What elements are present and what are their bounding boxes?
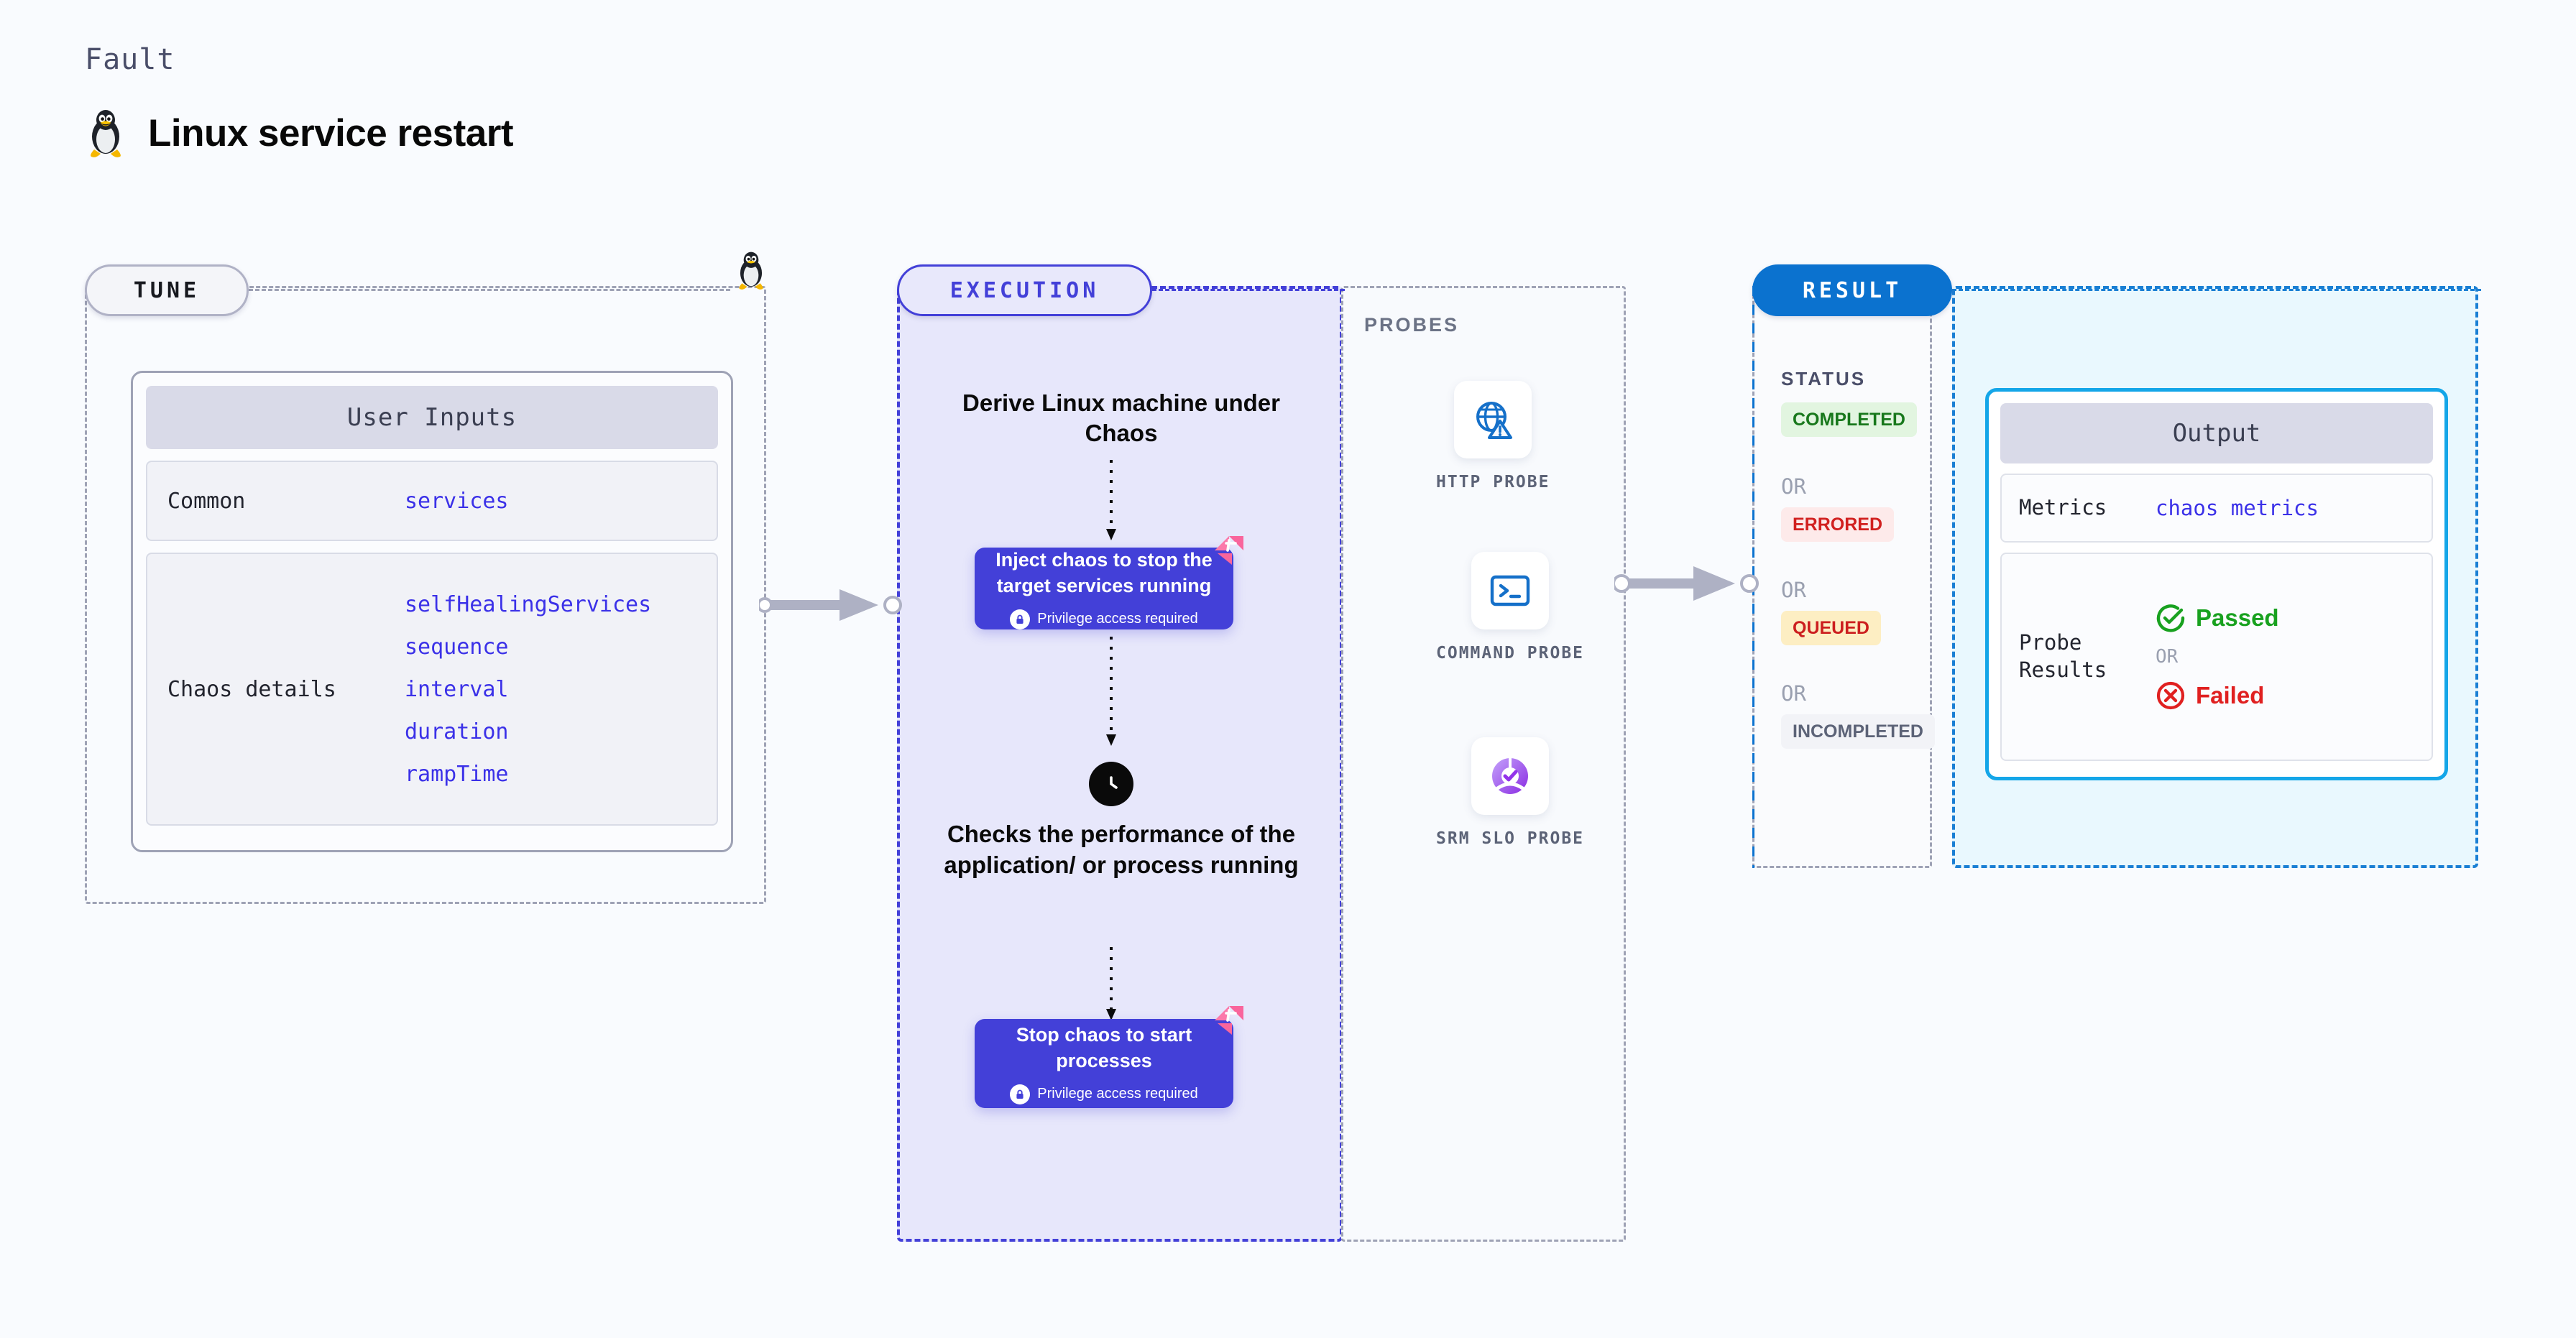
harness-mark-icon — [1215, 1006, 1243, 1035]
row-values: services — [405, 489, 509, 514]
privilege-note: Privilege access required — [1010, 609, 1198, 629]
x-circle-icon — [2156, 681, 2185, 710]
probe-http[interactable]: HTTP PROBE — [1436, 381, 1550, 494]
status-badge-completed: COMPLETED — [1781, 402, 1917, 437]
status-badge-incompleted: INCOMPLETED — [1781, 714, 1935, 749]
probe-tile — [1471, 552, 1549, 629]
input-value[interactable]: interval — [405, 676, 509, 702]
failed-label: Failed — [2196, 682, 2265, 709]
result-status-region — [1752, 286, 1932, 868]
passed-label: Passed — [2196, 604, 2279, 631]
probe-caption: SRM SLO PROBE — [1436, 829, 1585, 848]
tune-pill-connector — [249, 289, 730, 291]
probe-result-passed: Passed — [2156, 603, 2279, 633]
execution-node-inject-chaos[interactable]: Inject chaos to stop the target services… — [975, 548, 1233, 629]
page-eyebrow: Fault — [85, 43, 175, 76]
user-inputs-row-chaos-details: Chaos details selfHealingServices sequen… — [146, 553, 718, 826]
metrics-value[interactable]: chaos metrics — [2156, 496, 2319, 520]
privilege-note: Privilege access required — [1010, 1084, 1198, 1104]
tune-pill[interactable]: TUNE — [85, 264, 249, 316]
execution-pill[interactable]: EXECUTION — [897, 264, 1152, 316]
terminal-icon — [1490, 575, 1530, 606]
user-inputs-card: User Inputs Common services Chaos detail… — [131, 371, 733, 852]
flow-arrow-inject-to-clock — [1106, 637, 1116, 746]
lock-icon — [1010, 609, 1031, 629]
output-row-metrics: Metrics chaos metrics — [2000, 474, 2433, 543]
probe-command[interactable]: COMMAND PROBE — [1436, 552, 1584, 665]
input-value[interactable]: rampTime — [405, 761, 509, 787]
node-title: Stop chaos to start processes — [1016, 1024, 1192, 1071]
probe-srm-slo[interactable]: SRM SLO PROBE — [1436, 737, 1584, 850]
execution-pill-connector — [1152, 289, 1345, 291]
slo-donut-check-icon — [1492, 757, 1528, 794]
row-label: Common — [167, 488, 246, 514]
result-pill-connector — [1952, 289, 2481, 291]
probes-label: PROBES — [1364, 314, 1460, 336]
status-badge-errored: ERRORED — [1781, 507, 1895, 542]
privilege-label: Privilege access required — [1037, 611, 1198, 627]
probe-result-or: OR — [2156, 646, 2179, 668]
connector-execution-to-result — [1614, 566, 1759, 601]
probe-results-label: Probe Results — [2019, 630, 2107, 682]
clock-icon — [1089, 762, 1133, 806]
flow-arrow-derive-to-inject — [1106, 460, 1116, 540]
status-label: STATUS — [1781, 368, 1867, 389]
execution-node-stop-chaos[interactable]: Stop chaos to start processes Privilege … — [975, 1019, 1233, 1108]
probe-caption: HTTP PROBE — [1436, 473, 1550, 492]
metrics-label: Metrics — [2019, 495, 2107, 520]
user-inputs-title: User Inputs — [146, 386, 718, 449]
probe-tile — [1454, 381, 1532, 458]
privilege-label: Privilege access required — [1037, 1086, 1198, 1102]
connector-tune-to-execution — [759, 589, 902, 621]
linux-penguin-icon — [85, 108, 126, 158]
probe-caption: COMMAND PROBE — [1436, 644, 1585, 663]
harness-mark-icon — [1215, 536, 1243, 565]
output-card: Output Metrics chaos metrics Probe Resul… — [1985, 388, 2448, 780]
row-values: selfHealingServices sequence interval du… — [405, 592, 651, 787]
probe-result-failed: Failed — [2156, 680, 2279, 711]
lock-icon — [1010, 1084, 1031, 1104]
tune-linux-node-icon — [735, 250, 768, 294]
status-or-3: OR — [1781, 681, 1806, 706]
status-or-1: OR — [1781, 474, 1806, 499]
output-row-probe-results: Probe Results Passed OR Failed — [2000, 553, 2433, 761]
globe-warning-icon — [1476, 402, 1513, 439]
row-label: Chaos details — [167, 676, 336, 702]
flow-arrow-check-to-stop — [1106, 947, 1116, 1020]
result-pill[interactable]: RESULT — [1752, 264, 1952, 316]
page-title-row: Linux service restart — [85, 108, 513, 158]
input-value[interactable]: services — [405, 488, 509, 514]
input-value[interactable]: selfHealingServices — [405, 591, 652, 617]
user-inputs-row-common: Common services — [146, 461, 718, 541]
check-circle-icon — [2156, 604, 2185, 632]
page-title: Linux service restart — [148, 111, 513, 154]
input-value[interactable]: sequence — [405, 634, 509, 660]
probe-results-values: Passed OR Failed — [2156, 603, 2279, 711]
output-title: Output — [2000, 403, 2433, 463]
tune-region — [85, 286, 766, 904]
node-title: Inject chaos to stop the target services… — [995, 549, 1213, 596]
execution-step-check: Checks the performance of the applicatio… — [944, 821, 1299, 878]
execution-step-derive: Derive Linux machine under Chaos — [962, 389, 1280, 447]
status-or-2: OR — [1781, 578, 1806, 602]
status-badge-queued: QUEUED — [1781, 611, 1881, 645]
probe-tile — [1471, 737, 1549, 815]
input-value[interactable]: duration — [405, 719, 509, 744]
